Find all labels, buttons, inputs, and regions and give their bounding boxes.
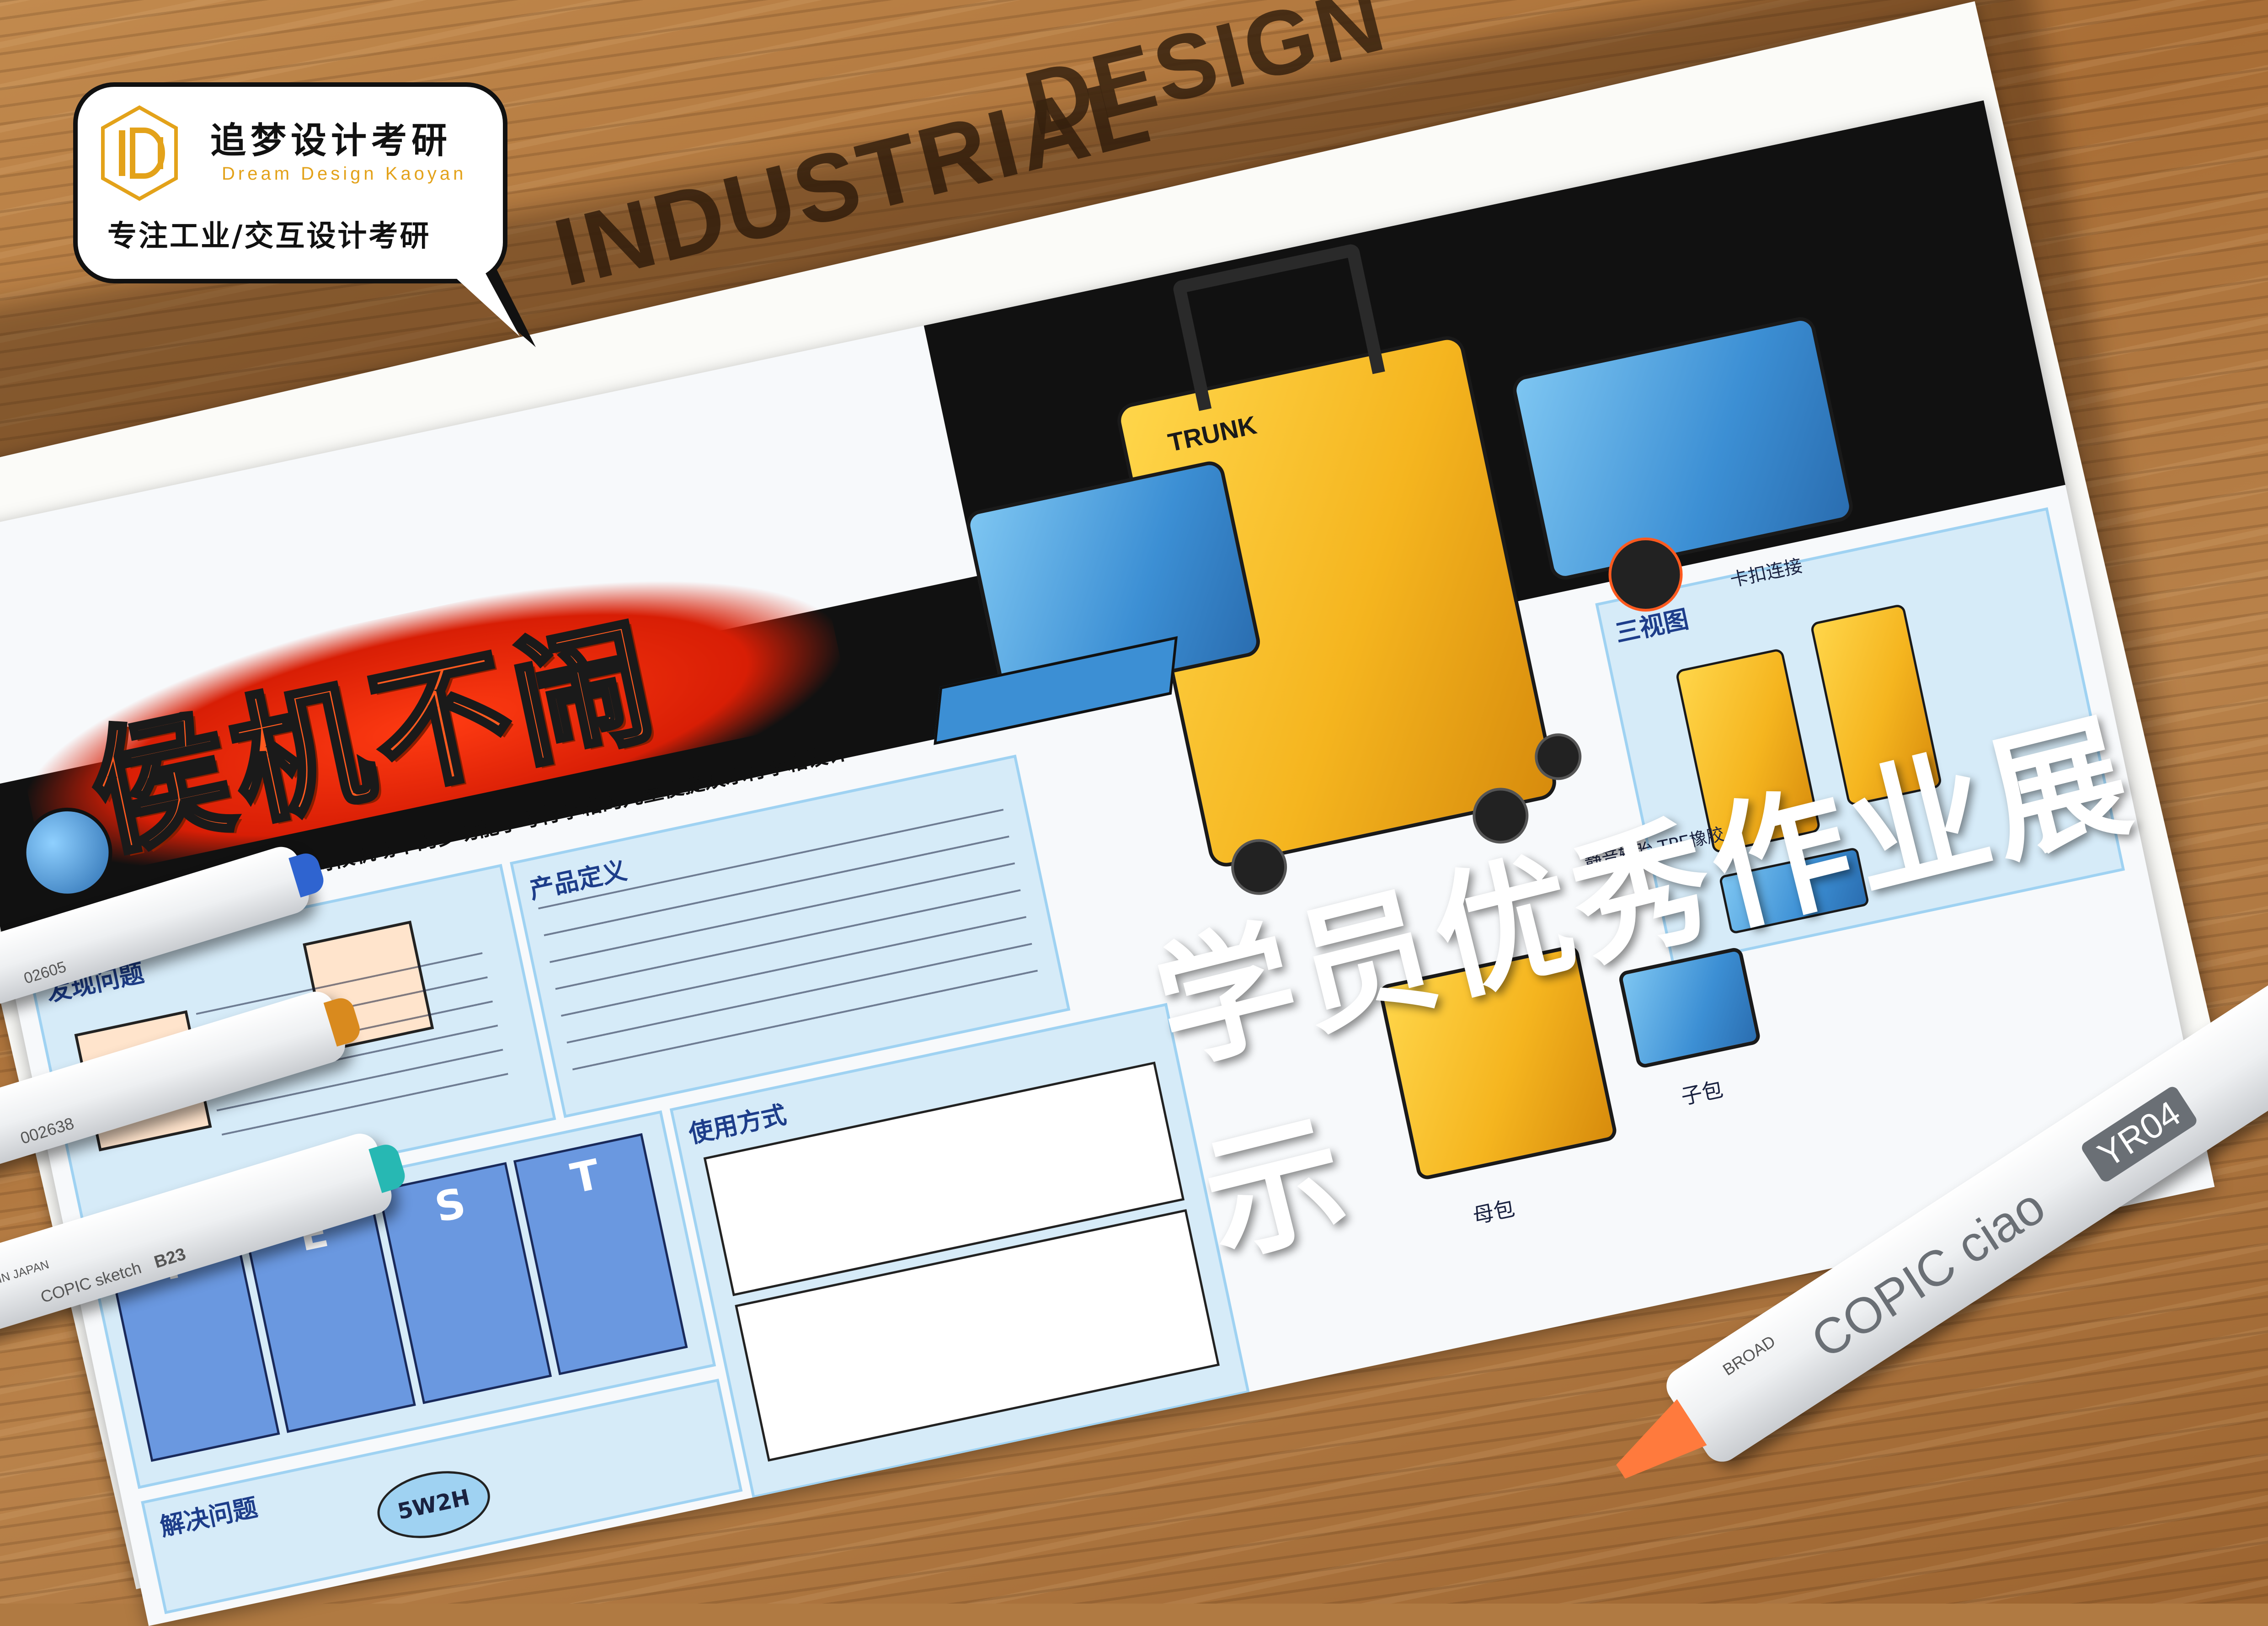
brand-bubble (73, 82, 507, 283)
w2h-center-label: 5W2H (395, 1484, 472, 1525)
brand-logo-icon (101, 105, 178, 201)
pest-letter: T (566, 1150, 604, 1204)
copic-tip-label: BROAD (1719, 1332, 1779, 1380)
marker-code: B23 (152, 1244, 188, 1272)
pest-letter: S (431, 1179, 470, 1232)
brand-name-en: Dream Design Kaoyan (222, 164, 467, 184)
marker-barcode: 02605 (21, 958, 69, 987)
brand-slogan: 专注工业/交互设计考研 (107, 219, 431, 253)
marker-barcode: 002638 (18, 1114, 76, 1148)
brand-name-cn: 追梦设计考研 (210, 120, 452, 161)
